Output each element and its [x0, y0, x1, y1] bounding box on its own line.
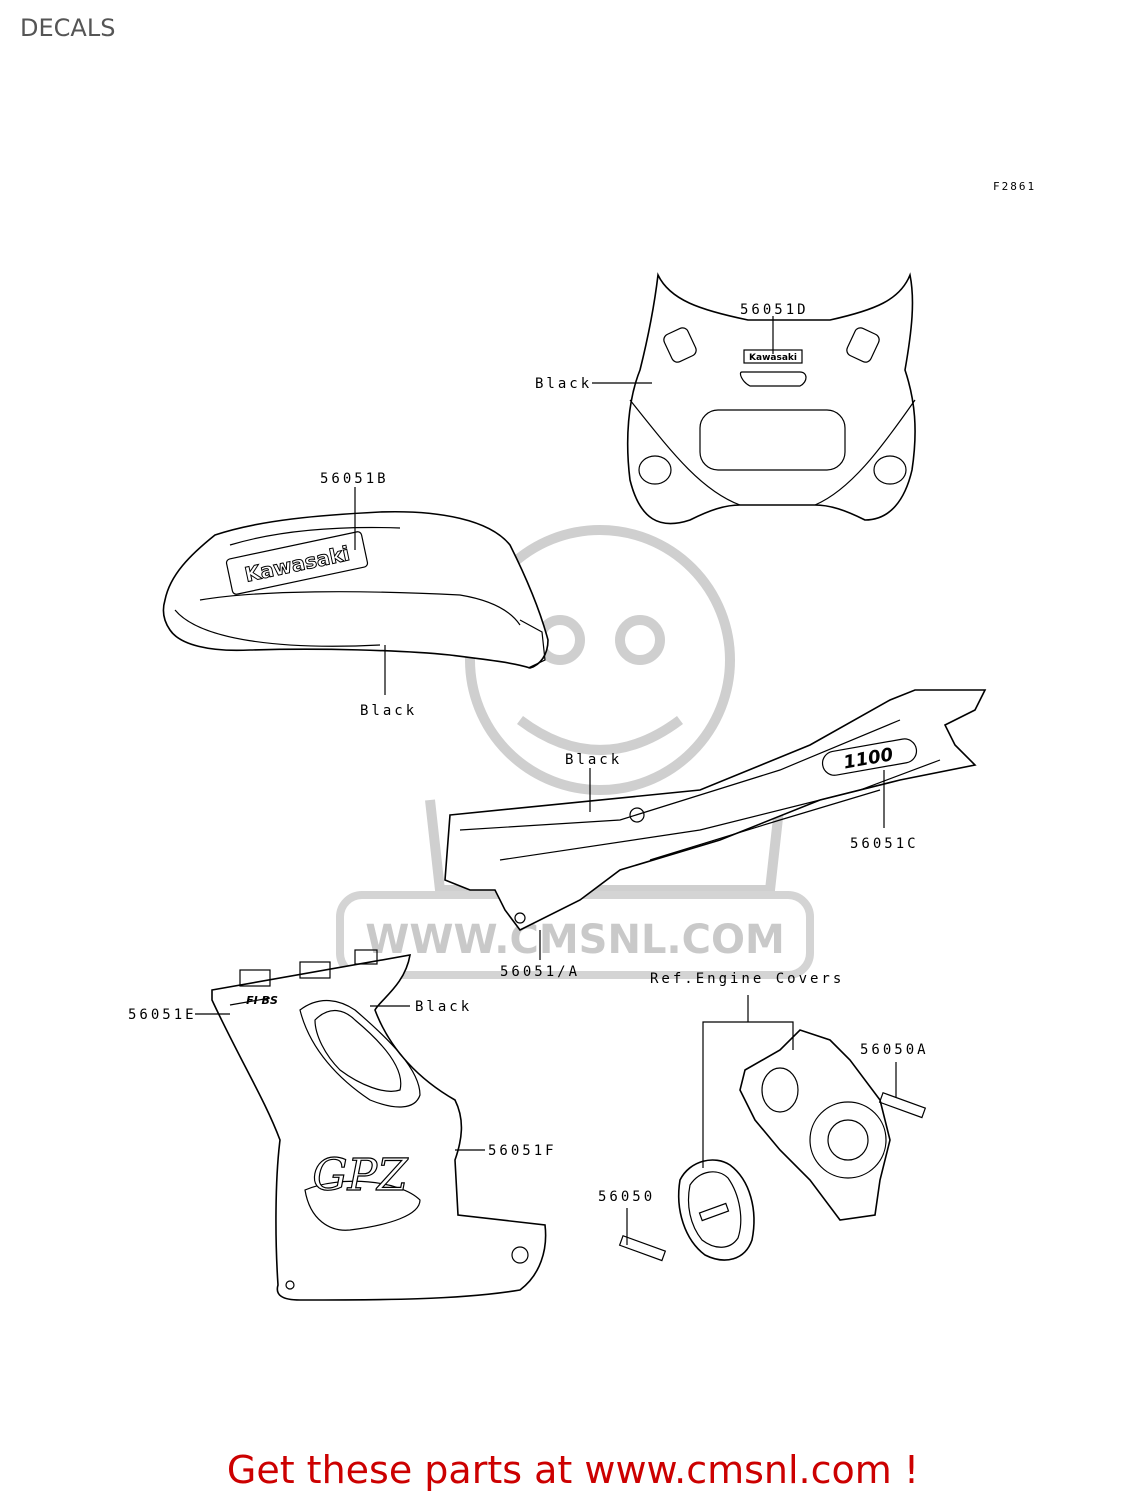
- footer-link[interactable]: Get these parts at www.cmsnl.com !: [226, 1448, 920, 1492]
- label-56051D: 56051D: [740, 302, 809, 318]
- side-fairing: FI BS GPZ: [211, 949, 547, 1301]
- fairing-gpz-logo: GPZ: [312, 1150, 409, 1201]
- tail-cowl: 1100: [444, 689, 987, 932]
- label-56051B: 56051B: [320, 471, 389, 487]
- figure-code: F2861: [993, 180, 1036, 193]
- label-56051F: 56051F: [488, 1143, 557, 1159]
- label-black-tail: Black: [565, 752, 622, 768]
- fairing-fibs-logo: FI BS: [246, 994, 278, 1007]
- label-56051C: 56051C: [850, 836, 919, 852]
- label-56051E: 56051E: [128, 1007, 197, 1023]
- label-56050A: 56050A: [860, 1042, 929, 1058]
- label-black-cowl: Black: [535, 376, 592, 392]
- label-56050: 56050: [598, 1189, 655, 1205]
- label-ref-engine-covers: Ref.Engine Covers: [650, 971, 844, 987]
- engine-covers: [618, 1029, 927, 1262]
- label-black-tank: Black: [360, 703, 417, 719]
- decals-diagram: WWW.CMSNL.COM F2861 Kawasaki 56051D Blac…: [128, 180, 1036, 1301]
- watermark-url: WWW.CMSNL.COM: [365, 917, 785, 963]
- upper-cowl: Kawasaki: [626, 272, 916, 525]
- cowl-kawasaki-logo: Kawasaki: [749, 353, 797, 363]
- watermark-mascot-logo: [465, 525, 735, 795]
- label-56051A: 56051/A: [500, 964, 580, 980]
- label-black-fairing: Black: [415, 999, 472, 1015]
- page-title: DECALS: [20, 14, 116, 42]
- fuel-tank: Kawasaki: [162, 510, 549, 669]
